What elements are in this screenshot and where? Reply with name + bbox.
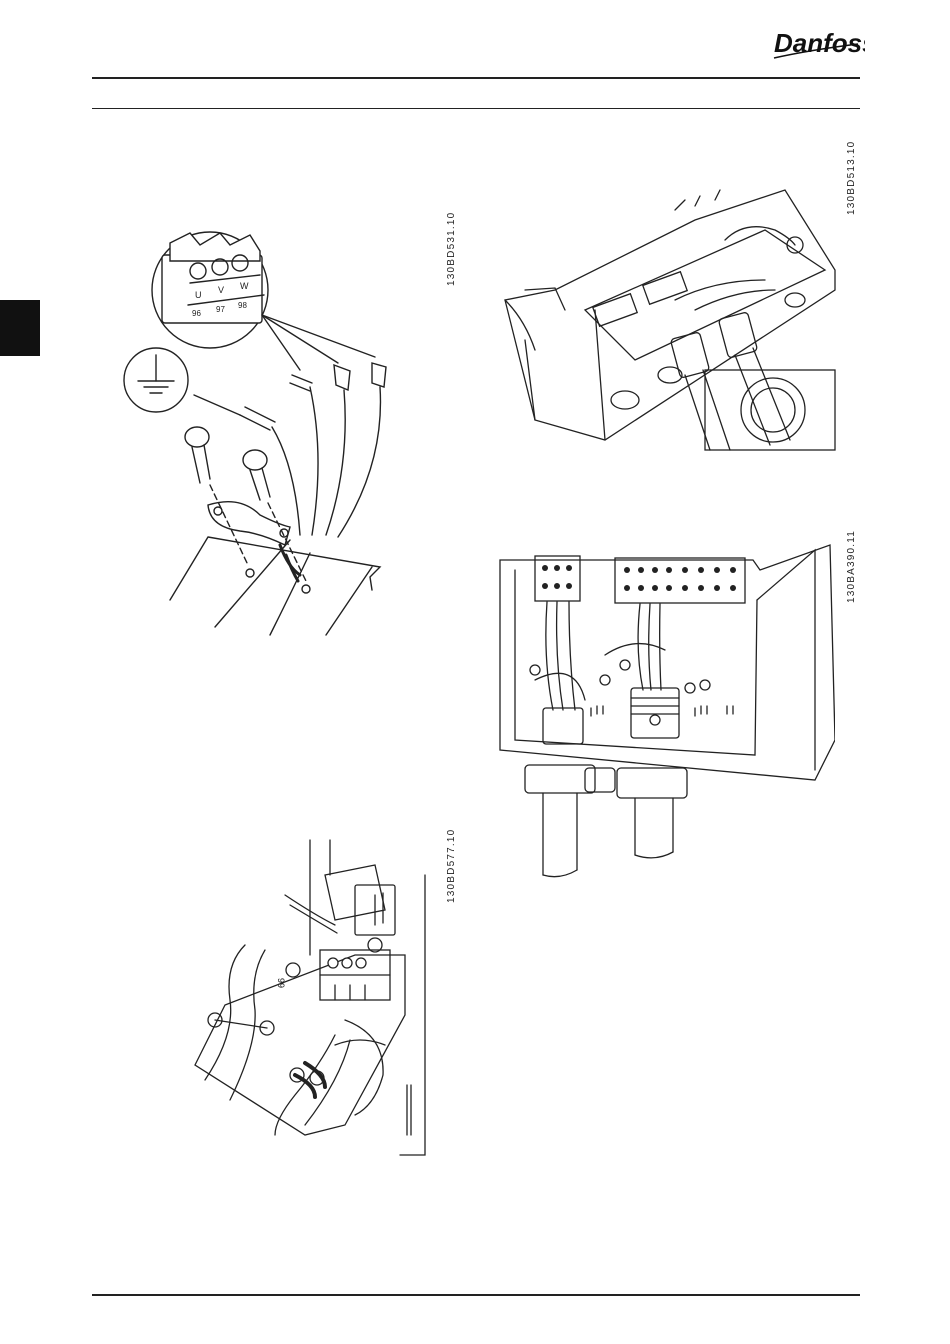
footer-rule bbox=[92, 1294, 860, 1296]
terminal-number: 97 bbox=[216, 305, 225, 314]
brand-wordmark: Danfoss bbox=[774, 28, 865, 58]
terminal-label: U bbox=[195, 290, 202, 300]
chapter-tab-marker bbox=[0, 300, 40, 356]
ground-icon bbox=[124, 348, 188, 412]
figure-code: 130BD577.10 bbox=[446, 829, 457, 903]
figure-code: 130BD513.10 bbox=[846, 141, 857, 215]
figure-code: 130BA390.11 bbox=[846, 530, 857, 603]
header-rule bbox=[92, 77, 860, 79]
terminal-label: V bbox=[218, 285, 224, 295]
terminal-number: 96 bbox=[192, 309, 201, 318]
terminal-number: 99 bbox=[276, 978, 286, 988]
header-subrule bbox=[92, 108, 860, 109]
terminal-number: 98 bbox=[238, 301, 247, 310]
cable-clamp-wiring-drawing: 99 bbox=[185, 835, 445, 1160]
danfoss-logo: Danfoss bbox=[770, 20, 865, 70]
enclosure-cable-gland-drawing bbox=[495, 160, 845, 460]
terminal-label: W bbox=[240, 281, 249, 291]
figure-code: 130BD531.10 bbox=[446, 212, 457, 286]
motor-cable-connector-drawing: U V W 96 97 98 bbox=[100, 215, 440, 665]
terminal-box-drawing bbox=[495, 540, 835, 885]
